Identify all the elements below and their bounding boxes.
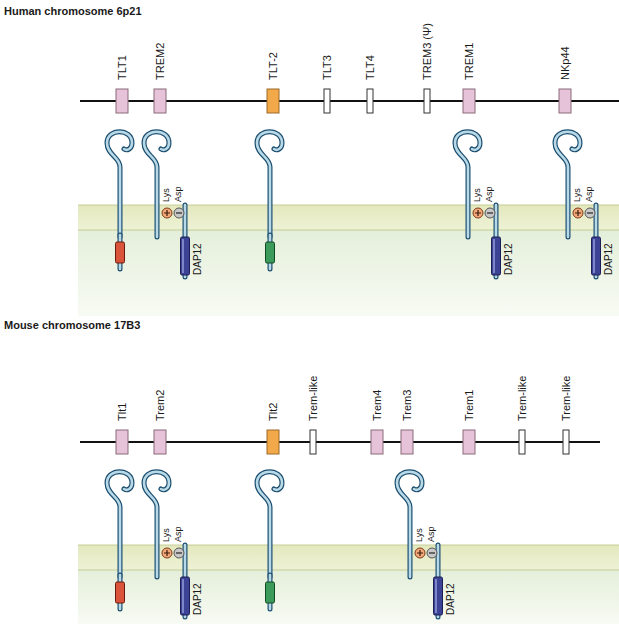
panel-title: Mouse chromosome 17B3 bbox=[4, 318, 140, 332]
residue-label: Lys bbox=[161, 528, 171, 542]
residue-label: Lys bbox=[414, 528, 424, 542]
gene-label: TREM2 bbox=[154, 43, 166, 80]
gene-label: Trem4 bbox=[371, 390, 383, 421]
gene-label: NKp44 bbox=[559, 46, 571, 80]
gene-label: TLT4 bbox=[364, 55, 376, 80]
residue-label: Lys bbox=[161, 188, 171, 202]
residue-label: Asp bbox=[173, 186, 183, 202]
residue-label: Asp bbox=[173, 526, 183, 542]
protein-label: DAP12 bbox=[192, 243, 203, 275]
residue-label: Asp bbox=[426, 526, 436, 542]
gene-label: TREM3 (Ψ) bbox=[421, 23, 433, 80]
residue-label: Lys bbox=[472, 188, 482, 202]
protein-label: DAP12 bbox=[192, 583, 203, 615]
gene-label: TLT-2 bbox=[267, 52, 279, 80]
protein-label: DAP12 bbox=[503, 243, 514, 275]
gene-label: TLT3 bbox=[321, 55, 333, 80]
gene-label: TLT1 bbox=[116, 55, 128, 80]
gene-label: Trem-like bbox=[307, 376, 319, 421]
protein-label: DAP12 bbox=[603, 243, 614, 275]
gene-label: TREM1 bbox=[463, 43, 475, 80]
gene-label: Trem-like bbox=[516, 376, 528, 421]
residue-label: Asp bbox=[484, 186, 494, 202]
residue-label: Lys bbox=[572, 188, 582, 202]
residue-label: Asp bbox=[584, 186, 594, 202]
gene-label: Tlt1 bbox=[116, 403, 128, 421]
panel-title: Human chromosome 6p21 bbox=[4, 4, 142, 18]
protein-label: DAP12 bbox=[445, 583, 456, 615]
gene-label: Trem1 bbox=[463, 390, 475, 421]
gene-label: Trem2 bbox=[154, 390, 166, 421]
gene-label: Trem3 bbox=[401, 390, 413, 421]
gene-label: Trem-like bbox=[560, 376, 572, 421]
gene-label: Tlt2 bbox=[267, 403, 279, 421]
